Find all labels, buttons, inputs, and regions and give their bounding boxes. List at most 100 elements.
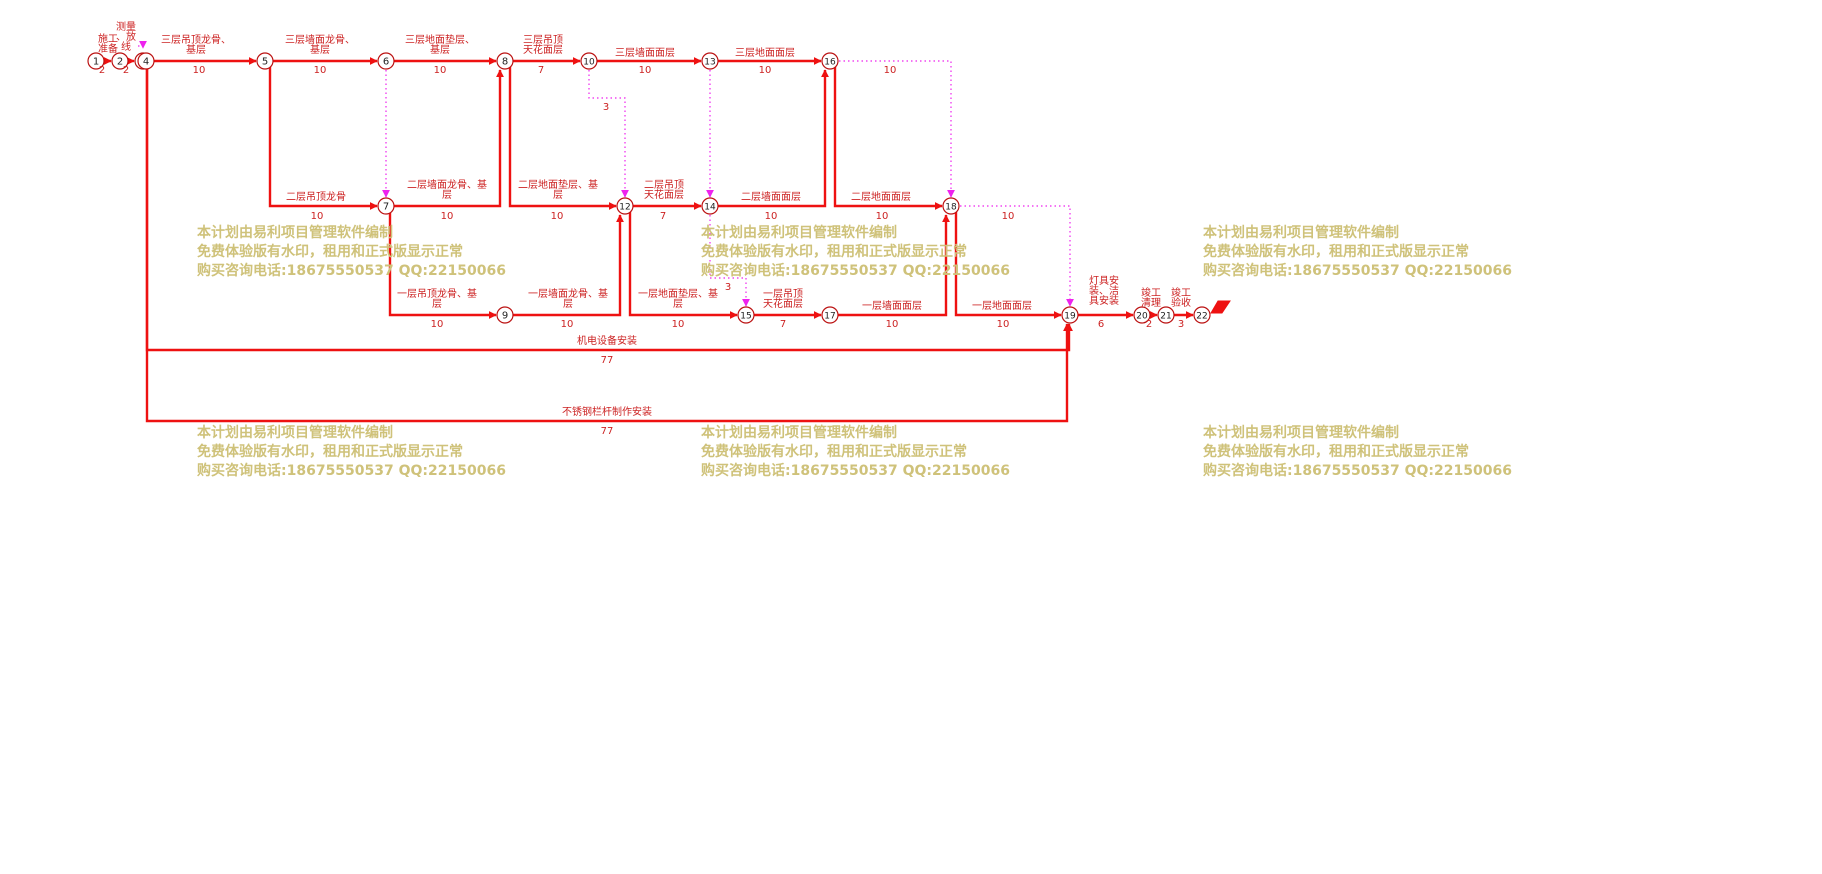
activity-name-label: 竣工验收 xyxy=(1171,286,1191,309)
event-node-10 xyxy=(580,52,598,70)
watermark-line2: 免费体验版有水印，租用和正式版显示正常 xyxy=(701,444,967,460)
event-node-number: 16 xyxy=(824,58,836,68)
activity-name-label: 二层吊顶龙骨 xyxy=(286,190,346,203)
activity-arrow-18-19 xyxy=(954,206,1062,319)
event-node-20 xyxy=(1133,306,1151,324)
activity-duration-label: 2 xyxy=(1146,319,1152,330)
event-node-number: 20 xyxy=(1136,312,1148,322)
activity-name-label: 施工准备 xyxy=(98,32,118,55)
event-node-number: 18 xyxy=(945,203,957,213)
event-node-number: 12 xyxy=(619,203,630,213)
activity-name-label: 一层墙面面层 xyxy=(862,299,922,312)
end-flag-icon xyxy=(1210,300,1231,314)
activity-name-label: 三层吊顶龙骨、基层 xyxy=(161,33,231,56)
event-nodes: 123456789101213141516171819202122 xyxy=(87,52,1211,324)
activity-arrow-7-8 xyxy=(386,69,504,208)
activity-duration-label: 10 xyxy=(672,319,685,330)
event-node-number: 6 xyxy=(383,57,389,68)
activity-duration-label: 10 xyxy=(561,319,574,330)
watermark-line1: 本计划由易利项目管理软件编制 xyxy=(701,425,897,441)
watermark-line3: 购买咨询电话:18675550537 QQ:22150066 xyxy=(1203,263,1512,279)
event-node-number: 8 xyxy=(502,57,508,68)
activity-arrow-5-7 xyxy=(268,61,378,210)
event-node-21 xyxy=(1157,306,1175,324)
watermark-4: 本计划由易利项目管理软件编制 免费体验版有水印，租用和正式版显示正常 购买咨询电… xyxy=(197,424,506,481)
activity-name-label: 三层地面垫层、基层 xyxy=(405,33,475,56)
event-node-number: 15 xyxy=(740,312,751,322)
dummy-duration-label: 3 xyxy=(603,102,609,113)
event-node-8 xyxy=(496,52,514,70)
event-node-number: 14 xyxy=(704,203,716,213)
dummy-arrow-0 xyxy=(138,40,147,49)
activity-duration-label: 10 xyxy=(431,319,444,330)
activity-duration-label: 6 xyxy=(1098,319,1104,330)
activity-duration-label: 2 xyxy=(123,65,129,76)
event-node-16 xyxy=(821,52,839,70)
activity-duration-label: 10 xyxy=(876,211,889,222)
event-node-15 xyxy=(737,306,755,324)
event-node-number: 9 xyxy=(502,311,508,322)
event-node-number: 21 xyxy=(1160,312,1171,322)
activity-name-label: 一层吊顶龙骨、基层 xyxy=(397,287,477,310)
dummy-arrow-5 xyxy=(830,60,955,198)
activity-duration-label: 10 xyxy=(639,65,652,76)
watermark-6: 本计划由易利项目管理软件编制 免费体验版有水印，租用和正式版显示正常 购买咨询电… xyxy=(1203,424,1512,481)
watermark-3: 本计划由易利项目管理软件编制 免费体验版有水印，租用和正式版显示正常 购买咨询电… xyxy=(1203,224,1512,281)
watermark-line3: 购买咨询电话:18675550537 QQ:22150066 xyxy=(1203,463,1512,479)
activity-name-label: 三层吊顶天花面层 xyxy=(523,34,563,56)
watermark-line2: 免费体验版有水印，租用和正式版显示正常 xyxy=(701,244,967,260)
watermark-line2: 免费体验版有水印，租用和正式版显示正常 xyxy=(197,244,463,260)
event-node-number: 2 xyxy=(117,57,123,68)
event-node-number: 4 xyxy=(143,57,149,68)
dummy-duration-label: 10 xyxy=(884,65,897,76)
dummy-duration-label: 10 xyxy=(1002,211,1015,222)
event-node-number: 10 xyxy=(583,58,595,68)
activity-duration-label: 10 xyxy=(765,211,778,222)
activity-arrow-17-18 xyxy=(830,214,950,317)
activity-duration-label: 7 xyxy=(538,65,544,76)
activity-name-label: 竣工清理 xyxy=(1141,286,1161,309)
event-node-18 xyxy=(942,197,960,215)
event-node-17 xyxy=(821,306,839,324)
watermark-line1: 本计划由易利项目管理软件编制 xyxy=(1203,425,1399,441)
activity-name-label: 不锈钢栏杆制作安装 xyxy=(562,405,652,418)
activity-name-label: 三层墙面面层 xyxy=(615,46,675,59)
activity-arrow-12-15 xyxy=(628,206,738,319)
dummy-arrows xyxy=(138,40,1074,307)
event-node-9 xyxy=(496,306,514,324)
activity-duration-label: 7 xyxy=(780,319,786,330)
activity-duration-label: 10 xyxy=(314,65,327,76)
watermark-line1: 本计划由易利项目管理软件编制 xyxy=(197,225,393,241)
watermark-line3: 购买咨询电话:18675550537 QQ:22150066 xyxy=(197,263,506,279)
event-node-5 xyxy=(256,52,274,70)
activity-duration-label: 2 xyxy=(99,65,105,76)
event-node-number: 13 xyxy=(704,58,715,68)
activity-duration-label: 10 xyxy=(193,65,206,76)
activity-duration-label: 10 xyxy=(434,65,447,76)
activity-name-label: 测量、放线 xyxy=(116,20,136,53)
activity-arrow-4-19 xyxy=(145,61,1071,423)
event-node-1 xyxy=(87,52,105,70)
activity-duration-label: 77 xyxy=(601,355,614,366)
event-node-13 xyxy=(701,52,719,70)
event-node-number: 7 xyxy=(383,202,389,213)
dummy-arrow-6 xyxy=(951,205,1074,307)
activity-arrow-16-18 xyxy=(833,61,943,210)
activity-duration-label: 10 xyxy=(441,211,454,222)
activity-name-label: 一层墙面龙骨、基层 xyxy=(528,287,608,310)
event-node-2 xyxy=(111,52,129,70)
activity-name-label: 二层地面垫层、基层 xyxy=(518,178,598,201)
activity-arrow-14-16 xyxy=(710,69,829,208)
activity-arrows xyxy=(96,57,1194,423)
activity-duration-label: 10 xyxy=(997,319,1010,330)
watermark-line1: 本计划由易利项目管理软件编制 xyxy=(701,225,897,241)
activity-duration-label: 10 xyxy=(886,319,899,330)
event-node-number: 5 xyxy=(262,57,268,68)
activity-name-label: 二层墙面面层 xyxy=(741,190,801,203)
event-node-7 xyxy=(377,197,395,215)
event-node-4 xyxy=(137,52,155,70)
activity-duration-label: 77 xyxy=(601,426,614,437)
activity-name-label: 一层地面垫层、基层 xyxy=(638,287,718,310)
watermark-line3: 购买咨询电话:18675550537 QQ:22150066 xyxy=(197,463,506,479)
watermark-2: 本计划由易利项目管理软件编制 免费体验版有水印，租用和正式版显示正常 购买咨询电… xyxy=(701,224,1010,281)
